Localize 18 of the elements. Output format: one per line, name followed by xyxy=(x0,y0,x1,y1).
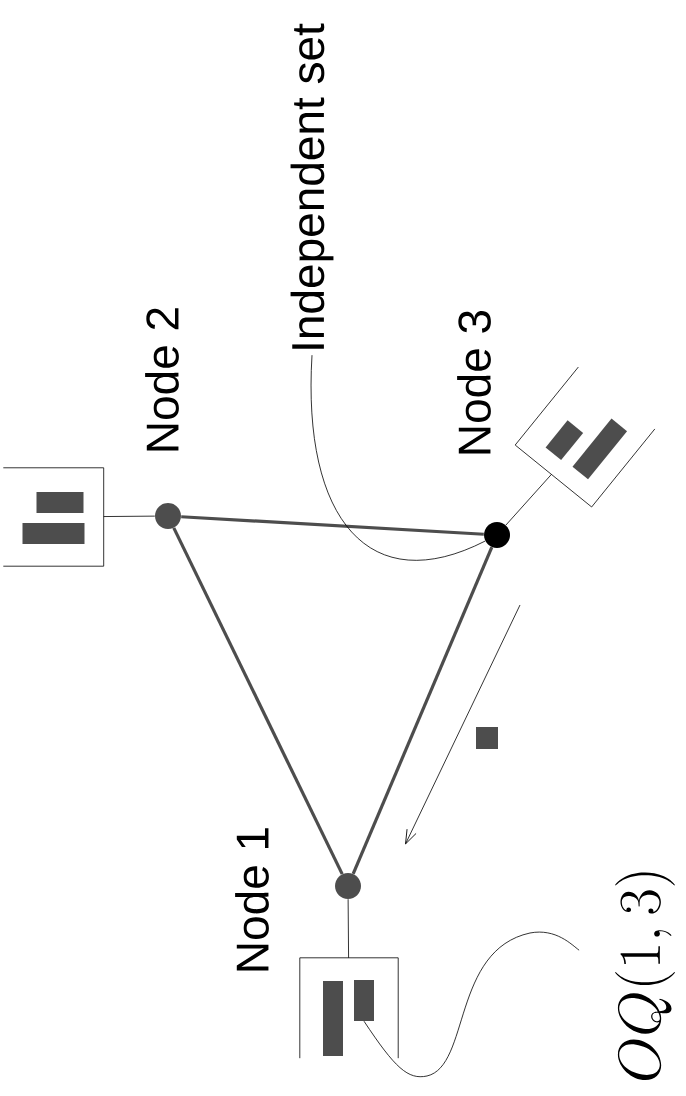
link-line xyxy=(181,515,484,536)
node-label: Node 1 xyxy=(235,828,269,971)
node-label: Node 2 xyxy=(145,308,179,451)
queue-bar xyxy=(354,980,374,1021)
link-line xyxy=(172,527,344,875)
text-label: Independent set xyxy=(290,23,334,349)
connector-line xyxy=(505,474,552,526)
node-circle xyxy=(484,522,510,548)
queue-box xyxy=(2,467,105,567)
queue-box xyxy=(514,366,656,508)
leader-line xyxy=(310,354,486,561)
node-label: Node 3 xyxy=(457,310,491,454)
link-line xyxy=(351,546,494,875)
connector-line xyxy=(347,898,349,959)
queue-box xyxy=(299,957,399,1059)
connector-line xyxy=(103,515,156,517)
formula-label: $OQ(1,3)$ xyxy=(615,872,675,1081)
leader-line xyxy=(363,931,580,1078)
